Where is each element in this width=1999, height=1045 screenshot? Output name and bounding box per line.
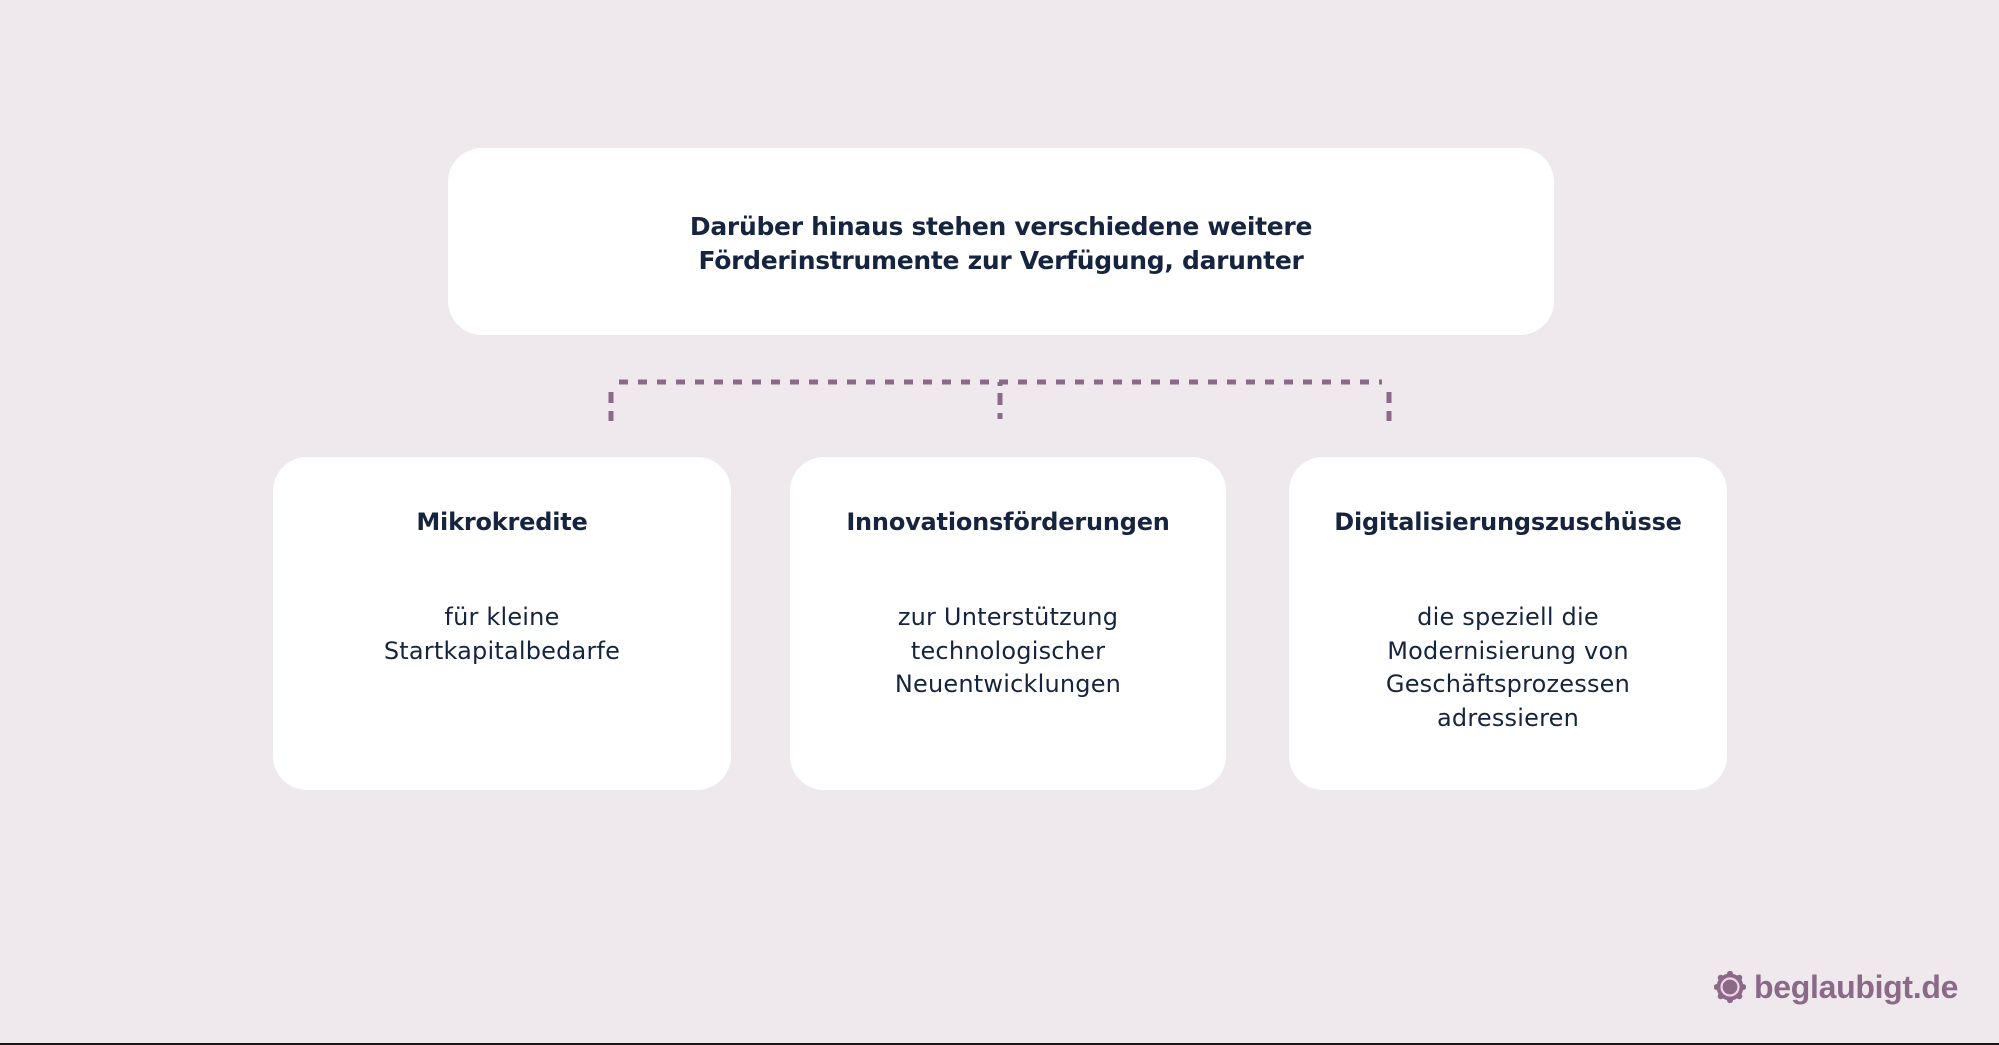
card-innovationsfoerderungen: Innovationsförderungen zur Unterstützung… <box>790 457 1226 790</box>
intro-box: Darüber hinaus stehen verschiedene weite… <box>448 148 1554 335</box>
card-digitalisierungszuschuesse: Digitalisierungszuschüsse die speziell d… <box>1289 457 1727 790</box>
card-description: zur Unterstützung technologischer Neuent… <box>894 603 1122 698</box>
card-title: Mikrokredite <box>416 508 588 536</box>
card-title: Innovationsförderungen <box>846 508 1170 536</box>
card-description: für kleine Startkapitalbedarfe <box>383 603 621 665</box>
card-title: Digitalisierungszuschüsse <box>1334 508 1682 536</box>
bottom-border <box>0 1043 1999 1045</box>
card-description: die speziell die Modernisierung von Gesc… <box>1385 603 1631 732</box>
seal-icon <box>1714 971 1746 1003</box>
brand-logo: beglaubigt.de <box>1714 968 1958 1006</box>
card-mikrokredite: Mikrokredite für kleine Startkapitalbeda… <box>273 457 731 790</box>
intro-headline: Darüber hinaus stehen verschiedene weite… <box>689 211 1313 275</box>
logo-wordmark: beglaubigt.de <box>1754 968 1959 1005</box>
